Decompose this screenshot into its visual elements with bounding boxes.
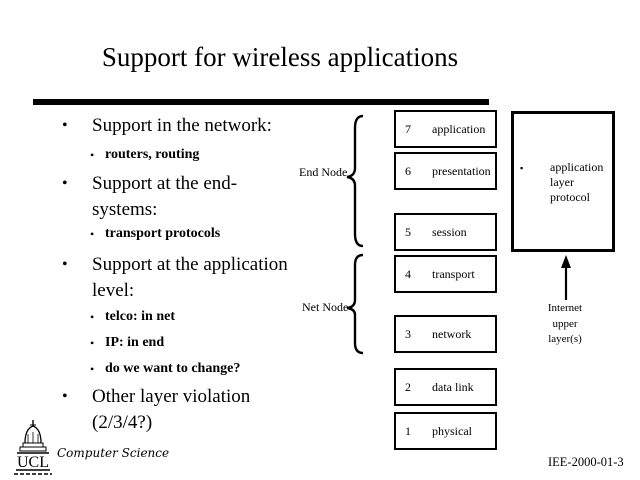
bullet-line: systems: — [92, 199, 158, 220]
internet-upper-layers-caption: Internet upper layer(s) — [528, 301, 602, 348]
osi-layer-box: 2 data link — [394, 368, 497, 406]
bullet-line: (2/3/4?) — [92, 412, 153, 433]
bullet-item: • Support in the network: — [62, 113, 272, 139]
bullet-icon: • — [90, 310, 95, 324]
osi-layer-box: 4 transport — [394, 255, 497, 293]
bullet-line: telco: in net — [105, 309, 175, 324]
layer-number: 4 — [405, 266, 411, 281]
bullet-line: do we want to change? — [105, 361, 241, 376]
title-divider — [33, 99, 489, 105]
bullet-icon: • — [62, 175, 68, 192]
layer-label: application — [432, 121, 486, 136]
caption-line: upper — [552, 317, 578, 330]
bullet-item: • Support at the application level: — [62, 252, 288, 304]
bullet-item: • do we want to change? — [90, 358, 240, 380]
bullet-line: routers, routing — [105, 147, 200, 162]
layer-label: session — [432, 224, 467, 239]
bullet-icon: • — [62, 117, 68, 134]
layer-number: 6 — [405, 163, 411, 178]
bullet-item: • telco: in net — [90, 306, 175, 328]
slide-footer: IEE-2000-01-3 — [548, 455, 624, 469]
bullet-icon: • — [90, 336, 95, 350]
caption-line: Internet — [547, 302, 583, 314]
bullet-item: • IP: in end — [90, 332, 164, 354]
osi-layer-box: 1 physical — [394, 412, 497, 450]
end-node-brace-icon — [346, 114, 364, 248]
net-node-label: Net Node — [302, 300, 349, 314]
layer-label: physical — [432, 423, 472, 438]
bullet-line: level: — [92, 280, 135, 301]
bullet-icon: • — [90, 362, 95, 376]
bullet-line: Support at the end- — [92, 173, 238, 194]
layer-number: 1 — [405, 423, 411, 438]
layer-label: network — [432, 326, 472, 341]
osi-layer-box: 7 application — [394, 110, 497, 148]
layer-number: 5 — [405, 224, 411, 239]
page-title: Support for wireless applications — [101, 42, 459, 72]
logo-text: UCL — [17, 454, 49, 471]
bullet-icon: • — [62, 256, 68, 273]
ucl-logo-icon: UCL — [14, 420, 52, 475]
osi-layer-box: 6 presentation — [394, 152, 497, 190]
bullet-icon: • — [90, 148, 95, 162]
bullet-item: • routers, routing — [90, 144, 199, 166]
osi-layer-box: 3 network — [394, 315, 497, 353]
box-line: protocol — [550, 190, 590, 204]
net-node-brace-icon — [346, 253, 364, 355]
bullet-item: • Other layer violation (2/3/4?) — [62, 384, 250, 436]
bullet-line: IP: in end — [105, 335, 165, 350]
bullet-item: • Support at the end- systems: — [62, 171, 237, 223]
bullet-icon: • — [62, 388, 68, 405]
caption-line: layer(s) — [548, 333, 582, 345]
end-node-label: End Node — [299, 165, 348, 179]
bullet-item: • transport protocols — [90, 223, 220, 245]
layer-label: data link — [432, 379, 474, 394]
bullet-line: transport protocols — [105, 226, 221, 241]
layer-number: 7 — [405, 121, 411, 136]
layer-label: transport — [432, 266, 475, 281]
box-line: layer — [550, 175, 574, 189]
bullet-line: Support at the application — [92, 254, 288, 275]
layer-number: 3 — [405, 326, 411, 341]
square-bullet-icon: ▪ — [520, 163, 524, 173]
bullet-icon: • — [90, 227, 95, 241]
logo-caption: Computer Science — [57, 446, 170, 460]
bullet-line: Support in the network: — [92, 115, 272, 136]
layer-label: presentation — [432, 163, 491, 178]
osi-layer-box: 5 session — [394, 213, 497, 251]
application-protocol-box: ▪ application layer protocol — [511, 111, 615, 252]
box-line: application — [550, 160, 604, 174]
up-arrow-icon — [561, 255, 571, 300]
bullet-line: Other layer violation — [92, 386, 251, 407]
layer-number: 2 — [405, 379, 411, 394]
